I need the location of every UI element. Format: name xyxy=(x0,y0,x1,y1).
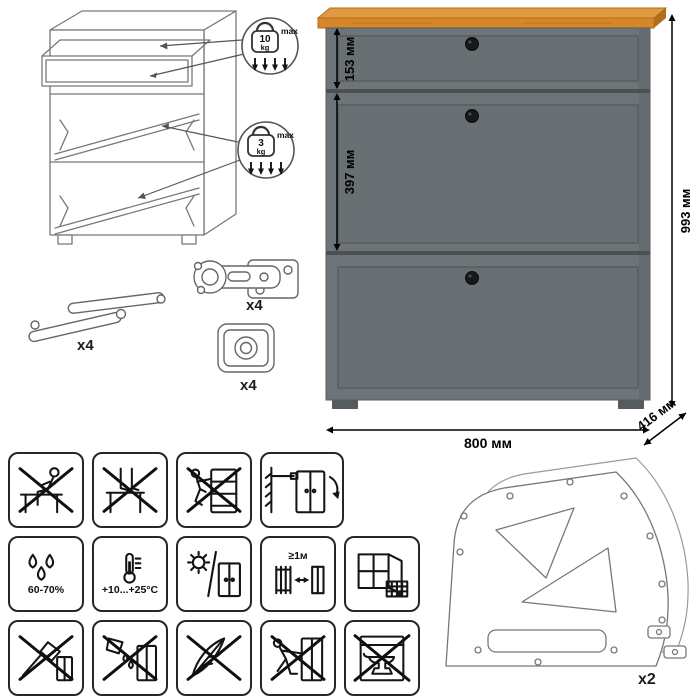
dimension-drawer-height: 153 мм xyxy=(333,28,357,89)
down-arrows-icon xyxy=(248,162,284,175)
cabinet-body xyxy=(325,27,651,409)
drawer-load-value: 10 xyxy=(259,34,271,45)
secure-to-wall-icon xyxy=(264,466,340,514)
svg-text:993 мм: 993 мм xyxy=(678,189,693,234)
svg-text:800 мм: 800 мм xyxy=(464,435,512,451)
no-standing-icon xyxy=(102,467,158,514)
cabinet-line-drawing: 10 kg max 3 kg max xyxy=(41,10,299,245)
svg-text:397 мм: 397 мм xyxy=(342,150,357,195)
pictogram-no-direct-sunlight xyxy=(176,536,252,612)
pictogram-secure-to-wall xyxy=(260,452,344,528)
pictogram-no-pushing-loaded xyxy=(260,620,336,696)
dimension-width: 800 мм xyxy=(326,426,650,451)
door-load-badge: 3 kg max xyxy=(237,121,295,179)
drawer-load-unit: kg xyxy=(261,43,270,52)
door-load-unit: kg xyxy=(257,147,266,156)
door-load-value: 3 xyxy=(258,138,264,149)
temperature-label: +10...+25°С xyxy=(101,584,159,597)
axe-icon xyxy=(18,635,74,682)
side-panel-front xyxy=(445,471,669,667)
side-panels-drawing: x2 xyxy=(445,457,689,688)
no-climbing-icon xyxy=(186,467,242,514)
wood-top xyxy=(316,7,668,29)
pictogram-no-scratching xyxy=(176,620,252,696)
pictogram-row-1 xyxy=(8,452,344,528)
thermometer-icon xyxy=(123,553,142,584)
feather-icon xyxy=(186,635,242,681)
pictogram-temperature: +10...+25°С xyxy=(92,536,168,612)
hinge-icon: x4 xyxy=(193,259,299,312)
sun-wardrobe-icon xyxy=(187,550,241,598)
pictogram-no-sitting xyxy=(8,452,84,528)
pictogram-no-spilled-liquids xyxy=(92,620,168,696)
adjustable-foot-icon: x4 xyxy=(217,323,275,394)
water-drops-icon xyxy=(28,554,55,582)
kettlebell-icon: 10 kg xyxy=(251,21,279,53)
heater-distance-label: ≥1м xyxy=(288,550,308,563)
drawer-load-max: max xyxy=(281,26,298,36)
window-ventilation-icon xyxy=(357,553,409,598)
door-load-max: max xyxy=(277,130,294,140)
bottom-door-knob xyxy=(465,271,479,285)
anvil-in-cabinet-icon xyxy=(353,634,411,682)
pictogram-no-climbing xyxy=(176,452,252,528)
pictogram-ventilation xyxy=(344,536,420,612)
drawer-load-badge: 10 kg max xyxy=(241,17,299,75)
pictogram-heater-distance: ≥1м xyxy=(260,536,336,612)
svg-text:153 мм: 153 мм xyxy=(342,37,357,82)
side-panel-qty: x2 xyxy=(638,671,656,688)
dimension-total-height: 993 мм xyxy=(668,14,693,408)
cabinet-render: 153 мм 397 мм 993 мм 800 мм 416 xyxy=(316,7,693,451)
spilled-glass-icon xyxy=(102,635,158,682)
no-sitting-icon xyxy=(18,467,74,514)
lift-stay-qty: x4 xyxy=(77,337,94,354)
person-pushing-icon xyxy=(270,635,326,682)
dimension-door-height: 397 мм xyxy=(333,93,357,251)
middle-door-knob xyxy=(465,109,479,123)
lift-stay-icon: x4 xyxy=(28,292,166,354)
humidity-label: 60-70% xyxy=(27,584,65,597)
pictogram-no-heavy-items xyxy=(344,620,420,696)
pictogram-row-3 xyxy=(8,620,420,696)
pictogram-no-standing xyxy=(92,452,168,528)
panel-fittings xyxy=(647,625,687,659)
pictogram-humidity: 60-70% xyxy=(8,536,84,612)
badge-pointer-lines xyxy=(137,39,245,199)
drawer-knob xyxy=(465,37,479,51)
kettlebell-icon: 3 kg xyxy=(247,125,275,157)
pictogram-no-sharp-objects xyxy=(8,620,84,696)
down-arrows-icon xyxy=(252,58,288,71)
pictogram-row-2: 60-70% +10...+25°С xyxy=(8,536,420,612)
hinge-qty: x4 xyxy=(246,297,263,312)
foot-qty: x4 xyxy=(240,377,257,394)
radiator-distance-icon xyxy=(275,565,325,595)
